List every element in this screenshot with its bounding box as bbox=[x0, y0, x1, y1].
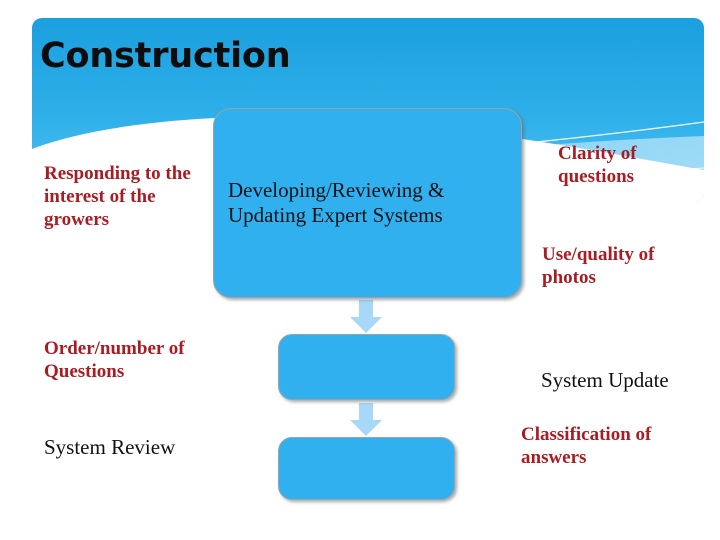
label-classification-of-answers: Classification of answers bbox=[521, 424, 652, 469]
label-system-update: System Update bbox=[541, 368, 669, 392]
flow-box-middle[interactable] bbox=[278, 334, 455, 400]
page-title: Construction bbox=[40, 36, 291, 76]
arrow-down-icon bbox=[350, 403, 382, 436]
flow-box-bottom[interactable] bbox=[278, 437, 455, 500]
arrow-down-icon bbox=[350, 300, 382, 333]
label-responding-to-growers: Responding to the interest of the grower… bbox=[44, 163, 191, 231]
label-use-quality-of-photos: Use/quality of photos bbox=[542, 244, 655, 289]
label-order-number-of-questions: Order/number of Questions bbox=[44, 338, 185, 383]
flow-box-top[interactable]: Developing/Reviewing & Updating Expert S… bbox=[213, 108, 522, 298]
flow-box-top-text: Developing/Reviewing & Updating Expert S… bbox=[228, 178, 445, 227]
label-system-review: System Review bbox=[44, 435, 176, 459]
label-clarity-of-questions: Clarity of questions bbox=[558, 143, 637, 188]
